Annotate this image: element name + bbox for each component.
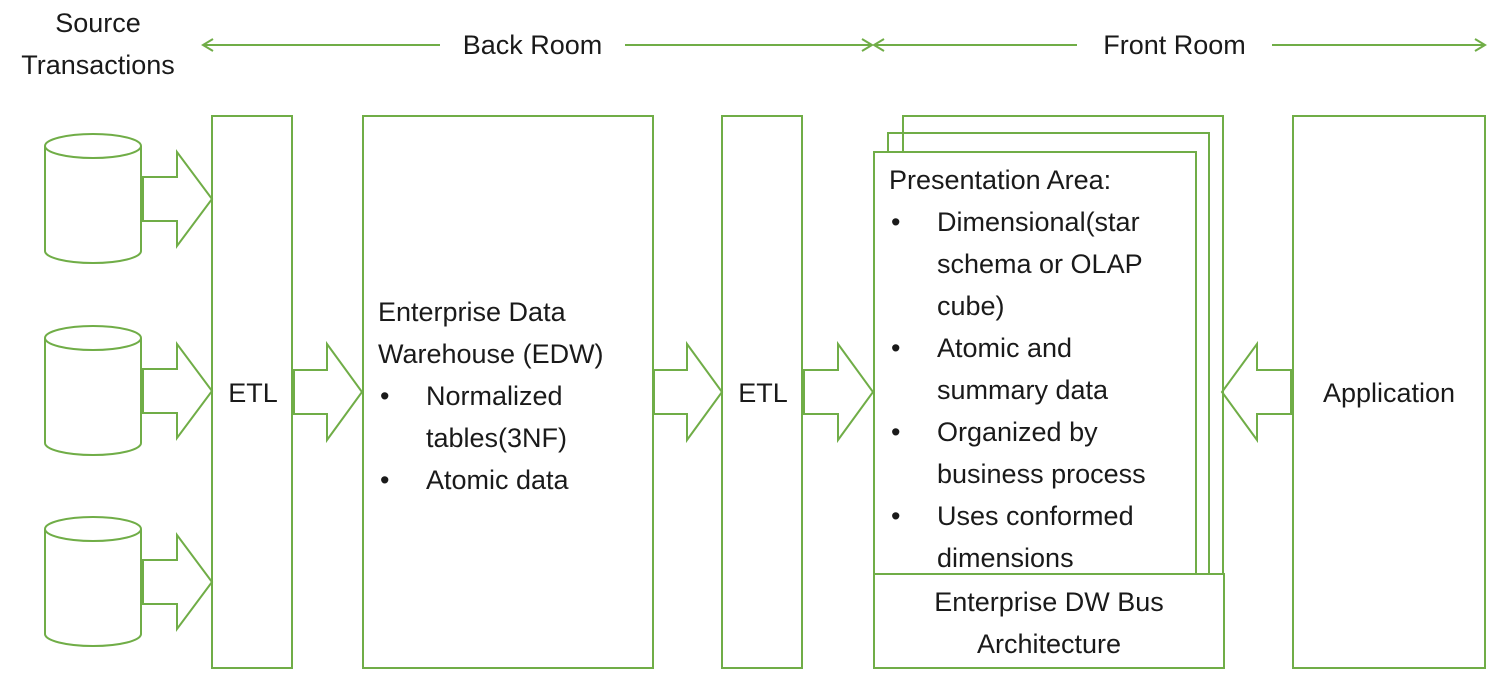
arrow-source2-to-etl	[142, 340, 214, 442]
presentation-bullet-4: Uses conformed dimensions	[889, 495, 1194, 579]
etl-box-2	[721, 115, 803, 669]
arrow-source3-to-etl	[142, 531, 214, 633]
edw-title-line2: Warehouse (EDW)	[378, 339, 604, 369]
edw-bullet-list: Normalized tables(3NF) Atomic data	[378, 375, 648, 501]
bus-line2: Architecture	[976, 629, 1122, 659]
etl-label-1: ETL	[228, 378, 278, 408]
presentation-bullet-list: Dimensional(star schema or OLAP cube) At…	[889, 201, 1194, 579]
arrow-etl-to-edw	[293, 340, 364, 444]
presentation-bullet-3: Organized by business process	[889, 411, 1194, 495]
etl-box-1	[211, 115, 293, 669]
back-room-label: Back Room	[462, 30, 603, 60]
edw-text: Enterprise Data Warehouse (EDW) Normaliz…	[378, 291, 648, 501]
presentation-bullet-2: Atomic and summary data	[889, 327, 1194, 411]
arrow-application-to-presentation	[1220, 340, 1292, 444]
arrow-etl-to-presentation	[803, 340, 875, 444]
etl-label-2: ETL	[738, 378, 788, 408]
front-room-arrow	[872, 38, 1487, 52]
edw-bullet-2: Atomic data	[378, 459, 648, 501]
back-room-arrow	[201, 38, 874, 52]
source-database-2-icon	[44, 325, 142, 456]
bus-line1: Enterprise DW Bus	[934, 587, 1164, 617]
arrow-edw-to-etl	[653, 340, 724, 444]
source-label-line2: Transactions	[21, 50, 175, 80]
presentation-title: Presentation Area:	[889, 165, 1112, 195]
source-transactions-label: Source Transactions	[10, 2, 186, 86]
application-label: Application	[1322, 378, 1456, 408]
source-database-3-icon	[44, 516, 142, 647]
source-label-line1: Source	[55, 8, 141, 38]
application-box	[1292, 115, 1486, 669]
arrow-source1-to-etl	[142, 148, 214, 250]
source-database-1-icon	[44, 133, 142, 264]
bus-architecture-text: Enterprise DW Bus Architecture	[874, 581, 1224, 665]
edw-title-line1: Enterprise Data	[378, 297, 566, 327]
presentation-area-text: Presentation Area: Dimensional(star sche…	[889, 159, 1194, 579]
presentation-bullet-1: Dimensional(star schema or OLAP cube)	[889, 201, 1194, 327]
front-room-label: Front Room	[1103, 30, 1246, 60]
edw-bullet-1: Normalized tables(3NF)	[378, 375, 648, 459]
